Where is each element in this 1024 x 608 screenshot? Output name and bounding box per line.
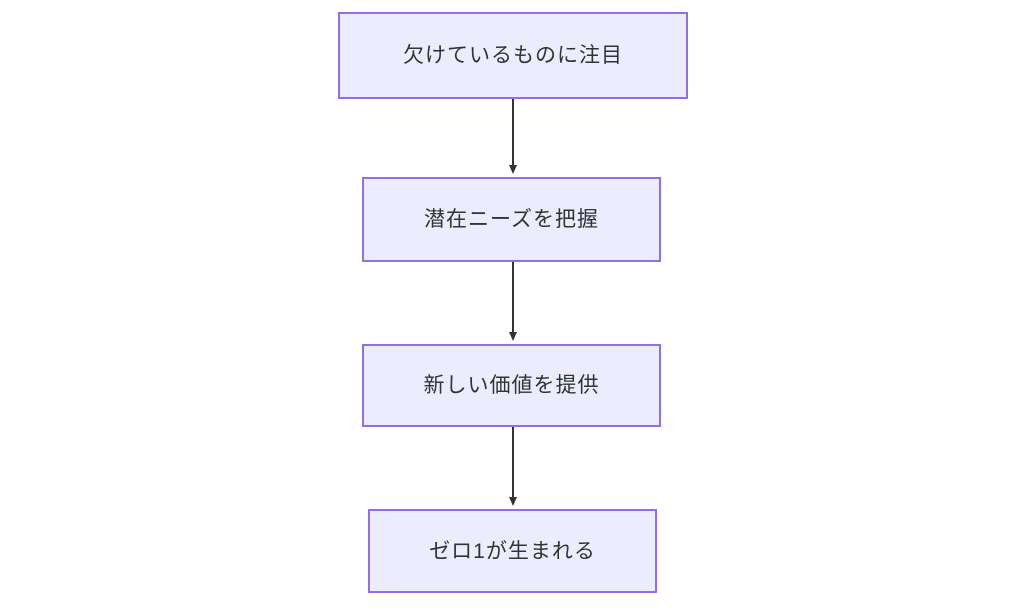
flow-node-provide-new-value: 新しい価値を提供 bbox=[362, 344, 661, 427]
flow-node-label: 潜在ニーズを把握 bbox=[424, 208, 599, 231]
flow-node-label: 新しい価値を提供 bbox=[423, 374, 600, 397]
flow-node-attention-to-missing: 欠けているものに注目 bbox=[338, 12, 688, 99]
flow-node-zero-to-one-born: ゼロ1が生まれる bbox=[368, 509, 657, 593]
flow-node-label: 欠けているものに注目 bbox=[403, 44, 623, 67]
flow-node-label: ゼロ1が生まれる bbox=[429, 539, 596, 563]
flow-node-grasp-latent-needs: 潜在ニーズを把握 bbox=[362, 177, 661, 262]
